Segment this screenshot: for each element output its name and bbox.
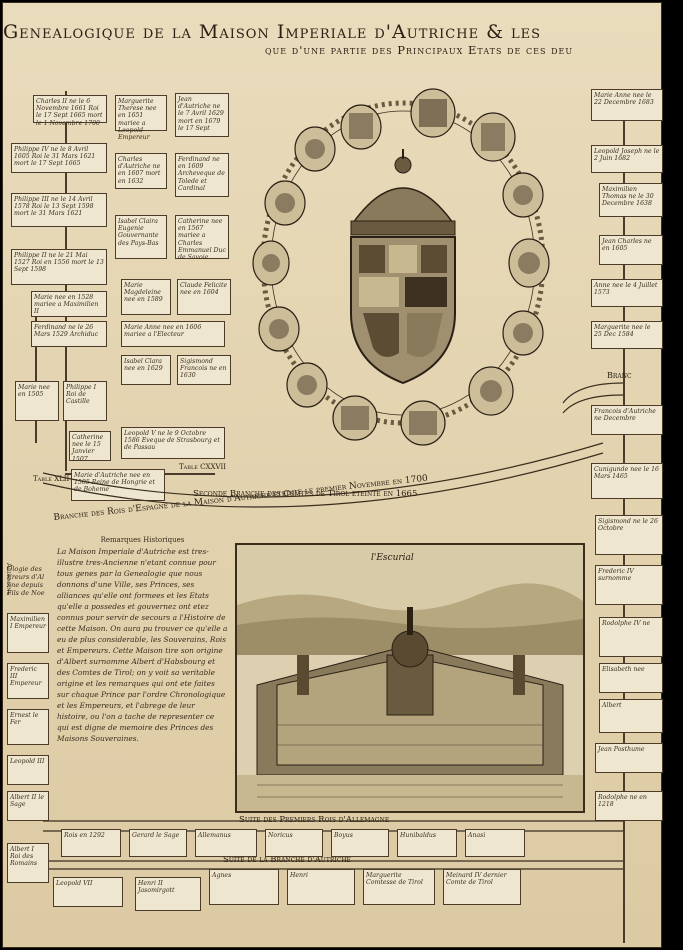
box-bb3: Agnes [209,869,279,905]
box-leopold-v: Leopold V ne le 9 Octobre 1586 Eveque de… [121,427,225,459]
box-bt4: Noricus [265,829,323,857]
box-bt1: Rois en 1292 [61,829,121,857]
box-philippe-iv: Philippe IV ne le 8 Avril 1605 Roi le 31… [11,143,107,173]
box-r7: Francois d'Autriche ne Decembre [591,405,663,435]
left-column-title: Ologie des Ereurs d'Al nne depuis Fils d… [7,565,49,597]
box-bt5: Boyus [331,829,389,857]
box-bb2: Henri II Jasomirgott [135,877,201,911]
box-r10: Frederic IV surnomme [595,565,663,605]
box-r8: Cunigunde nee le 16 Mars 1465 [591,463,663,499]
box-bb1: Leopold VII [53,877,123,907]
box-marie-magdeleine: Marie Magdeleine nee en 1589 [121,279,171,315]
box-marie-anne-1606: Marie Anne nee en 1606 mariee a l'Electe… [121,321,225,347]
shield-icon [350,236,456,385]
left-col-line: Ereurs d'Al [7,573,45,581]
box-catherine: Catherine nee le 15 Janvier 1507 [69,431,111,463]
box-r14: Jean Posthume [595,743,663,773]
box-marie-1528: Marie nee en 1528 mariee a Maximilien II [31,291,107,317]
box-ferdinand-1609: Ferdinand ne en 1609 Archeveque de Toled… [175,153,229,197]
box-marguerite-therese: Marguerite Therese nee en 1651 mariee a … [115,95,167,141]
box-bt6: Hunibaldus [397,829,457,857]
box-isabel-clara: Isabel Claira Eugenie Gouvernante des Pa… [115,215,167,259]
box-r15: Rodolphe ne en 1218 [595,791,663,821]
box-sigismond-1630: Sigismond Francois ne en 1630 [177,355,231,385]
box-claude-felicite: Claude Felicite nee en 1604 [177,279,231,315]
coat-of-arms-wreath [252,88,550,446]
left-col-line: nne depuis [7,581,44,589]
box-bb6: Meinard IV dernier Comte de Tirol [443,869,521,905]
box-r3: Maximilien Thomas ne le 30 Decembre 1638 [599,183,663,217]
box-r11: Rodolphe IV ne [599,617,663,657]
box-charles-ii: Charles II ne le 6 Novembre 1661 Roi le … [33,95,107,127]
map-sheet: Genealogique de la Maison Imperiale d'Au… [2,2,663,948]
box-l1: Marie nee en 1505 [15,381,59,421]
escurial-engraving: l'Escurial [235,543,585,813]
box-philippe-iii: Philippe III ne le 14 Avril 1578 Roi le … [11,193,107,227]
box-r4: Jean Charles ne en 1605 [599,235,663,265]
box-jean-autriche: Jean d'Autriche ne le 7 Avril 1629 mort … [175,93,229,137]
box-ferdinand-1529: Ferdinand ne le 26 Mars 1529 Archiduc [31,321,107,347]
remarks-body: La Maison Imperiale d'Autriche est tres-… [57,547,228,743]
box-l2: Philippe I Roi de Castille [63,381,107,421]
box-philippe-ii: Philippe II ne le 21 Mai 1527 Roi en 155… [11,249,107,285]
box-r12: Elisabeth nee [599,663,663,693]
box-bb4: Henri [287,869,355,905]
table-xlii-label: Table XLII [33,475,70,483]
band-suite-premiers-rois: Suite des Premiers Rois d'Allemagne [239,815,390,825]
box-bt3: Allemanus [195,829,257,857]
box-l7: Albert II le Sage [7,791,49,821]
box-l3: Maximilien I Empereur [7,613,49,653]
box-r2: Leopold Joseph ne le 2 Juin 1682 [591,145,663,173]
page-title: Genealogique de la Maison Imperiale d'Au… [3,21,542,43]
box-r13: Albert [599,699,663,733]
remarks-heading: Remarques Historiques [100,536,185,544]
left-col-line: Fils de Noe [7,589,45,597]
box-isabel-clara-1629: Isabel Clara nee en 1629 [121,355,171,385]
remarques-historiques: Remarques Historiques La Maison Imperial… [51,531,234,813]
band-seconde-branche: Seconde Branche des Comtes de Tirol etei… [193,489,418,499]
box-l5: Ernest le Fer [7,709,49,745]
box-l6: Leopold III [7,755,49,785]
box-l4: Frederic III Empereur [7,663,49,699]
band-suite-branche: Suite de la Branche d'Autriche [223,855,351,865]
crown-icon [350,149,456,236]
box-bt7: Anasi [465,829,525,857]
trunk-line-far-left [35,303,37,443]
box-r1: Marie Anne nee le 22 Decembre 1683 [591,89,663,121]
page-subtitle: que d'une partie des Principaux Etats de… [265,43,574,57]
box-bt2: Gerard le Sage [129,829,187,857]
left-col-line: Ologie des [7,565,42,573]
box-l8: Albert I Roi des Romains [7,843,49,883]
box-r9: Sigismond ne le 26 Octobre [595,515,663,555]
box-charles-1607: Charles d'Autriche ne en 1607 mort en 16… [115,153,167,189]
engraving-caption: l'Escurial [371,553,414,563]
table-cxxvii-label: Table CXXVII [179,463,227,471]
box-r6: Marguerite nee le 25 Dec 1584 [591,321,663,349]
escurial-illustration [237,545,583,811]
box-r5: Anne nee le 4 Juillet 1573 [591,279,663,307]
box-bb5: Marguerite Comtesse de Tirol [363,869,435,905]
box-marie-autriche: Marie d'Autriche nee en 1505 Reine de Ho… [71,469,165,501]
box-catherine-1567: Catherine nee en 1567 mariee a Charles E… [175,215,229,261]
band-branche-right: Branc [607,371,632,380]
